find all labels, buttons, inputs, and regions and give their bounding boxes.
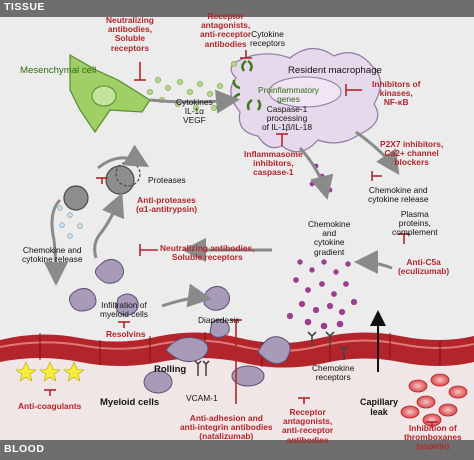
chemokine-release-right-label: Chemokine and cytokine release xyxy=(368,185,429,205)
inhibitor-thromboxanes: Inhibition of thromboxanes (aspirin) xyxy=(404,423,462,452)
inhibitor-p2x7: P2X7 inhibitors, Ca2+ channel blockers xyxy=(380,139,444,168)
macrophage-cell xyxy=(230,47,382,153)
chemokine-release-left-label: Chemokine and cytokine release xyxy=(22,245,83,265)
inhibitor-neutralizing-mid: Neutralizing antibodies, Soluble recepto… xyxy=(160,243,255,263)
myeloid-cells-vessel xyxy=(143,336,291,394)
flow-arrows xyxy=(43,89,400,308)
myeloid-cells-label: Myeloid cells xyxy=(100,397,160,408)
tissue-header: TISSUE xyxy=(4,1,45,13)
red-blood-cells xyxy=(400,373,468,427)
cytokine-receptors-label: Cytokine receptors xyxy=(250,29,285,49)
chemokine-receptor-glyphs xyxy=(307,331,349,360)
inhibitor-anti-proteases: Anti-proteases (α1-antitrypsin) xyxy=(136,195,197,215)
inhibitor-anti-adhesion: Anti-adhesion and anti-integrin antibodi… xyxy=(180,413,273,442)
blood-header-bar xyxy=(0,440,474,460)
inhibitor-receptor-antagonists-bottom: Receptor antagonists, anti-receptor anti… xyxy=(282,407,334,445)
inhibitor-anti-c5a: Anti-C5a (eculizumab) xyxy=(398,257,450,277)
proteases-label: Proteases xyxy=(148,175,186,185)
inhibitor-receptor-antagonists-top: Receptor antagonists, anti-receptor anti… xyxy=(200,11,252,49)
protease-dots xyxy=(57,205,83,239)
capillary-leak-label: Capillary leak xyxy=(360,397,399,417)
tissue-header-bar xyxy=(0,0,474,17)
apoptotic-cells xyxy=(63,161,141,211)
chemokine-receptors-label: Chemokine receptors xyxy=(312,363,355,383)
plasma-proteins-label: Plasma proteins, complement xyxy=(392,209,438,238)
mesenchymal-cell-label: Mesenchymal cell xyxy=(20,65,97,76)
vcam-molecules xyxy=(194,360,210,376)
rolling-label: Rolling xyxy=(154,364,187,375)
infiltration-label: Infiltration of myeloid cells xyxy=(100,300,148,320)
chemokine-gradient-label: Chemokine and cytokine gradient xyxy=(308,219,351,257)
caspase-label: Caspase-1 processing of IL-1β/IL-18 xyxy=(262,104,312,133)
platelet-stars xyxy=(15,361,85,382)
proinflammatory-genes-label: Proinflammatory genes xyxy=(258,85,319,105)
macrophage-label: Resident macrophage xyxy=(288,65,382,76)
vcam-label: VCAM-1 xyxy=(186,393,218,403)
inhibitor-bars xyxy=(44,50,438,428)
cytokines-label: Cytokines IL-1α VEGF xyxy=(176,97,213,126)
mesenchymal-cell xyxy=(69,53,151,134)
inhibitor-neutralizing-top: Neutralizing antibodies, Soluble recepto… xyxy=(106,15,154,53)
blood-header: BLOOD xyxy=(4,443,45,455)
inhibitor-inflammasome: Inflammasome inhibitors, caspase-1 xyxy=(244,149,303,178)
inhibitor-anti-coagulants: Anti-coagulants xyxy=(18,401,82,411)
vessel-wall xyxy=(0,332,474,368)
inhibitor-kinases: Inhibitors of kinases, NF-κB xyxy=(372,79,421,108)
diapedesis-label: Diapedesis xyxy=(198,315,240,325)
inhibitor-resolvins: Resolvins xyxy=(106,329,146,339)
myeloid-cells-tissue xyxy=(69,259,230,338)
